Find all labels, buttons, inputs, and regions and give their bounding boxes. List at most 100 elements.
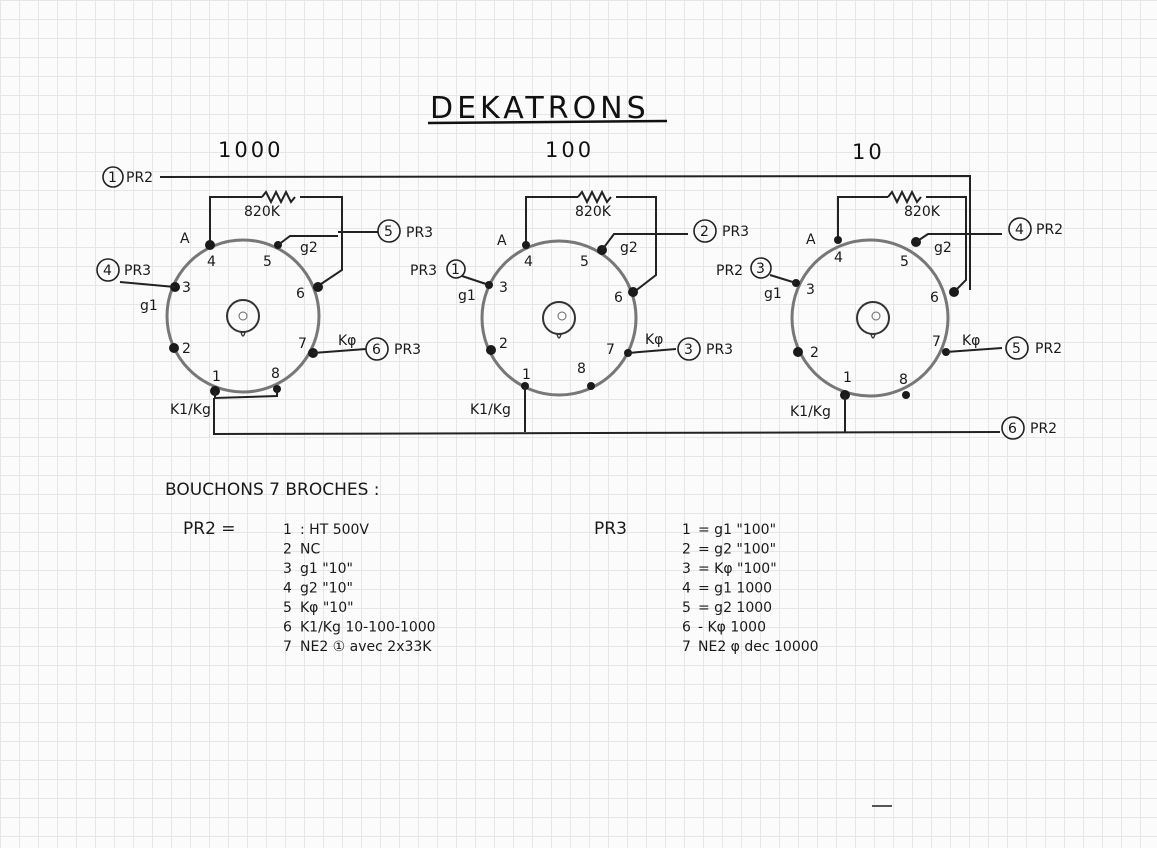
svg-text:PR2: PR2	[1036, 222, 1063, 238]
pr2-row-num: 4	[283, 581, 292, 597]
svg-text:7: 7	[932, 334, 941, 350]
svg-text:PR3: PR3	[410, 263, 437, 279]
pr2-row-text: Kφ "10"	[300, 600, 354, 616]
svg-text:g2: g2	[620, 240, 638, 256]
pr3-row-num: 7	[682, 639, 691, 655]
resistor-820k	[577, 189, 612, 205]
pr2-row-num: 3	[283, 561, 292, 577]
tube-center-key	[226, 299, 260, 333]
svg-text:Kφ: Kφ	[962, 333, 980, 349]
pr2-row-text: K1/Kg 10-100-1000	[300, 620, 436, 636]
pr3-row-text: = g1 1000	[698, 581, 772, 597]
pr3-row-num: 6	[682, 620, 691, 636]
svg-text:PR3: PR3	[722, 224, 749, 240]
bus-bottom-num: 6	[1008, 421, 1017, 437]
pr2-row-num: 2	[283, 542, 292, 558]
pr3-row-text: - Kφ 1000	[698, 620, 766, 636]
svg-text:6: 6	[614, 290, 623, 306]
svg-text:2: 2	[700, 224, 709, 240]
connector-left: 3	[750, 257, 772, 279]
bus-top-connector: 1 PR2	[102, 166, 153, 188]
tube-center-key	[542, 301, 576, 335]
svg-text:4: 4	[103, 263, 112, 279]
connector-k0: 6 PR3	[365, 337, 421, 361]
connector-k0: 5 PR2	[1005, 336, 1062, 360]
label-g2: g2	[300, 240, 318, 256]
svg-text:1: 1	[843, 370, 852, 386]
pin-label-4: 4	[207, 254, 216, 270]
pin-label-8: 8	[271, 366, 280, 382]
svg-text:A: A	[497, 233, 507, 249]
bus-top-num: 1	[108, 170, 117, 186]
page-title: DEKATRONS	[430, 91, 650, 126]
svg-text:3: 3	[756, 261, 765, 277]
tube-100: 100 820K 4 5 3 6 2 7 1 8 A g2 2 PR3 PR	[410, 138, 749, 432]
svg-text:5: 5	[1012, 341, 1021, 357]
pr3-row-text: = g2 1000	[698, 600, 772, 616]
svg-text:g1: g1	[458, 288, 476, 304]
svg-text:4: 4	[834, 250, 843, 266]
pr3-row-num: 2	[682, 542, 691, 558]
title-underline	[427, 119, 668, 125]
svg-text:PR2: PR2	[1035, 341, 1062, 357]
label-k1: K1/Kg	[170, 402, 211, 418]
connector-left: 1	[446, 259, 466, 279]
pr3-row-text: = g1 "100"	[698, 522, 776, 538]
label-g1: g1	[140, 298, 158, 314]
pin-label-7: 7	[298, 336, 307, 352]
svg-text:4: 4	[1015, 222, 1024, 238]
tube-envelope	[165, 238, 321, 394]
pr2-row-num: 1	[283, 522, 292, 538]
bus-bottom-wire	[213, 398, 1001, 436]
tube-envelope	[480, 239, 638, 397]
svg-text:5: 5	[384, 224, 393, 240]
resistor-820k	[887, 189, 922, 205]
tube-heading: 10	[852, 140, 885, 164]
pin-label-5: 5	[263, 254, 272, 270]
pr3-row-num: 4	[682, 581, 691, 597]
pin-label-3: 3	[182, 280, 191, 296]
svg-text:6: 6	[930, 290, 939, 306]
connector-k0: 3 PR3	[677, 337, 733, 361]
svg-text:3: 3	[806, 282, 815, 298]
pr3-row-num: 1	[682, 522, 691, 538]
pin-label-6: 6	[296, 286, 305, 302]
pr3-row-text: = g2 "100"	[698, 542, 776, 558]
pr3-row-text: NE2 φ dec 10000	[698, 639, 819, 655]
svg-text:Kφ: Kφ	[645, 332, 663, 348]
pr3-row-text: = Kφ "100"	[698, 561, 777, 577]
svg-text:3: 3	[684, 342, 693, 358]
label-anode: A	[180, 231, 190, 247]
svg-text:4: 4	[524, 254, 533, 270]
tube-1000: 1000 820K 4 5 3 6 2 7 1 8 A g2 5	[96, 138, 433, 418]
pr3-label: PR3	[594, 519, 627, 539]
svg-text:A: A	[806, 232, 816, 248]
bus-top-wire	[159, 174, 971, 290]
svg-text:2: 2	[810, 345, 819, 361]
pr3-row-num: 5	[682, 600, 691, 616]
bus-bottom-text: PR2	[1030, 421, 1057, 437]
svg-text:2: 2	[499, 336, 508, 352]
pin-label-1: 1	[212, 369, 221, 385]
pr3-table: PR3 1 = g1 "100" 2 = g2 "100" 3 = Kφ "100" 4 = …	[594, 519, 819, 655]
svg-text:8: 8	[577, 361, 586, 377]
svg-text:PR3: PR3	[706, 342, 733, 358]
pr2-row-num: 6	[283, 620, 292, 636]
pr2-row-num: 7	[283, 639, 292, 655]
svg-text:g1: g1	[764, 286, 782, 302]
resistor-label: 820K	[904, 204, 941, 220]
tube-heading: 1000	[218, 138, 283, 162]
pr2-row-text: NC	[300, 542, 320, 558]
svg-text:5: 5	[580, 254, 589, 270]
connector-g2: 2 PR3	[693, 219, 749, 243]
pr2-row-text: NE2 ① avec 2x33K	[300, 639, 432, 655]
notes-heading: BOUCHONS 7 BROCHES :	[165, 480, 380, 500]
pr3-row-num: 3	[682, 561, 691, 577]
bus-bottom-connector: 6 PR2	[1001, 416, 1057, 440]
tube-envelope	[790, 238, 950, 398]
svg-text:5: 5	[900, 254, 909, 270]
bus-top-text: PR2	[126, 170, 153, 186]
